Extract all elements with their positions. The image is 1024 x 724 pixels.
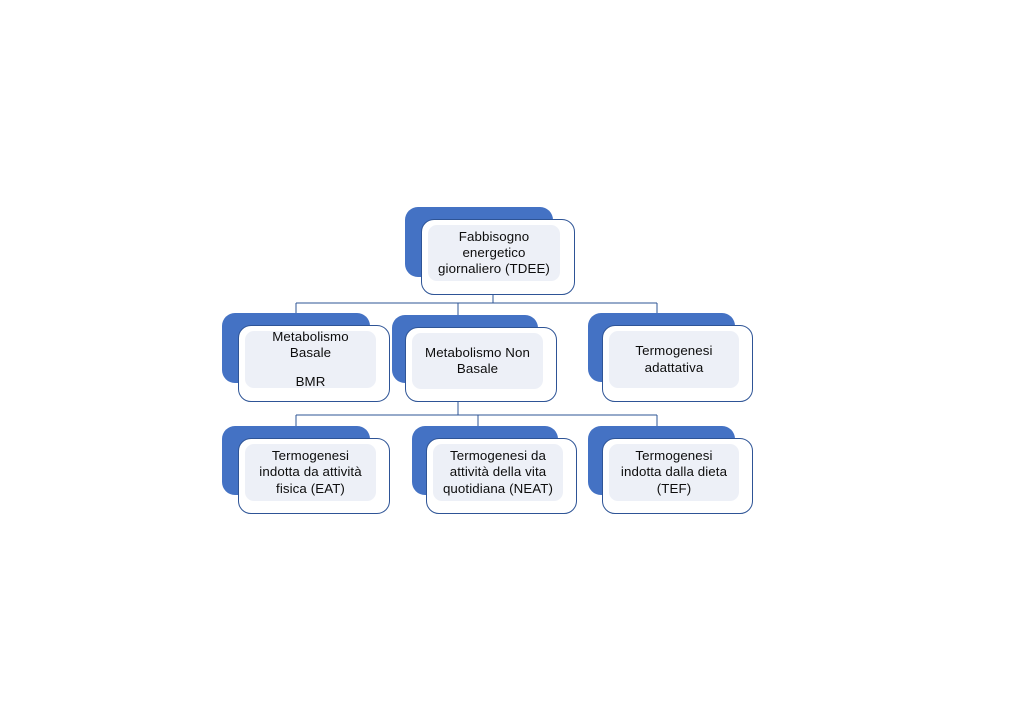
- node-metabolismo-basale[interactable]: Metabolismo Basale BMR: [222, 313, 390, 402]
- node-label: Termogenesi da attività della vita quoti…: [442, 448, 554, 496]
- node-label: Termogenesi adattativa: [635, 343, 713, 375]
- node-fill: Metabolismo Basale BMR: [245, 329, 376, 389]
- node-termogenesi-adattativa[interactable]: Termogenesi adattativa: [588, 313, 753, 402]
- node-label: Termogenesi indotta dalla dieta (TEF): [620, 448, 728, 496]
- node-card: Fabbisogno energetico giornaliero (TDEE): [421, 219, 575, 295]
- node-metabolismo-non-basale[interactable]: Metabolismo Non Basale: [392, 315, 557, 402]
- node-termogenesi-eat[interactable]: Termogenesi indotta da attività fisica (…: [222, 426, 390, 514]
- node-fill: Termogenesi indotta dalla dieta (TEF): [609, 444, 739, 501]
- node-termogenesi-neat[interactable]: Termogenesi da attività della vita quoti…: [412, 426, 577, 514]
- node-fill: Fabbisogno energetico giornaliero (TDEE): [428, 225, 560, 281]
- node-termogenesi-tef[interactable]: Termogenesi indotta dalla dieta (TEF): [588, 426, 753, 514]
- node-fill: Termogenesi da attività della vita quoti…: [433, 444, 563, 501]
- node-label-main: Metabolismo Basale: [272, 328, 349, 361]
- node-label: Metabolismo Basale BMR: [268, 313, 352, 407]
- node-card: Termogenesi indotta dalla dieta (TEF): [602, 438, 753, 514]
- node-card: Metabolismo Non Basale: [405, 327, 557, 402]
- node-label: Fabbisogno energetico giornaliero (TDEE): [438, 228, 550, 277]
- node-fill: Termogenesi indotta da attività fisica (…: [245, 444, 376, 501]
- node-card: Termogenesi adattativa: [602, 325, 753, 402]
- node-card: Termogenesi indotta da attività fisica (…: [238, 438, 390, 514]
- node-label-sub: BMR: [295, 373, 326, 389]
- node-tdee[interactable]: Fabbisogno energetico giornaliero (TDEE): [405, 207, 575, 295]
- node-card: Termogenesi da attività della vita quoti…: [426, 438, 577, 514]
- node-fill: Metabolismo Non Basale: [412, 333, 543, 389]
- node-label: Metabolismo Non Basale: [425, 344, 530, 376]
- node-card: Metabolismo Basale BMR: [238, 325, 390, 402]
- node-fill: Termogenesi adattativa: [609, 331, 739, 388]
- node-label: Termogenesi indotta da attività fisica (…: [259, 448, 362, 496]
